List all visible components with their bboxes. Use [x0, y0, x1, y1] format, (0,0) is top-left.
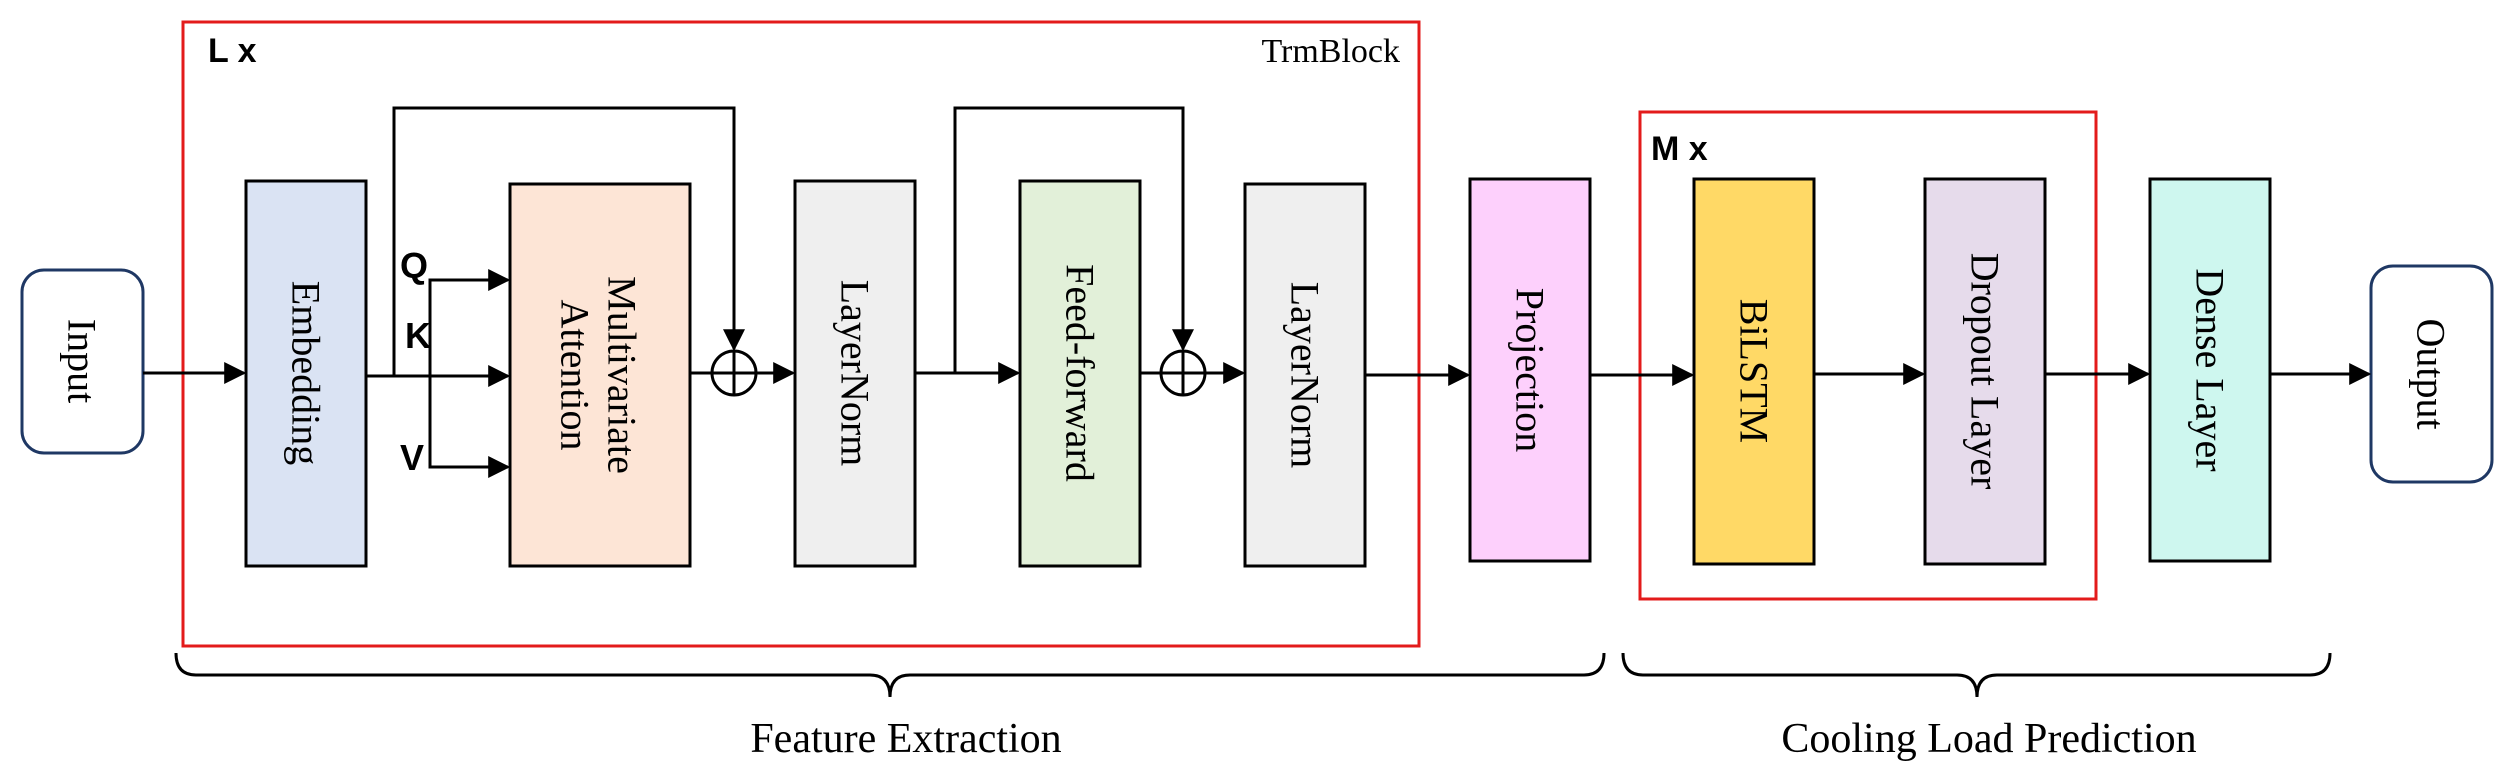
- bilstm-label: BiLSTM: [1732, 299, 1777, 443]
- add-icon-2: [1159, 349, 1207, 397]
- k-label: K: [405, 315, 431, 356]
- layernorm1-block: [793, 179, 917, 568]
- layernorm2-label: LayerNorm: [1283, 282, 1328, 469]
- trm-block-frame: [181, 20, 1421, 648]
- trm-repeat-label: L x: [208, 32, 257, 70]
- dense-label: Dense Layer: [2188, 268, 2233, 471]
- arrow-q-branch: [428, 269, 511, 376]
- dropout-label: Dropout Layer: [1963, 253, 2008, 490]
- input-node: [20, 268, 145, 455]
- attention-label-line1: Multivariate: [600, 276, 645, 474]
- v-label: V: [400, 437, 424, 478]
- layernorm1-label: LayerNorm: [833, 280, 878, 467]
- arrow-v-branch: [428, 376, 511, 478]
- input-label: Input: [60, 319, 105, 403]
- feature-extraction-label: Feature Extraction: [750, 716, 1061, 762]
- attention-block: [508, 182, 692, 568]
- cooling-load-brace: [1621, 652, 2332, 698]
- attention-label-line2: Attention: [553, 299, 598, 450]
- residual-connection-2: [953, 106, 1194, 373]
- embedding-block: [244, 179, 368, 568]
- trm-block-title: TrmBlock: [1261, 33, 1400, 70]
- dense-block: [2148, 177, 2272, 563]
- lstm-repeat-label: M x: [1651, 130, 1708, 168]
- projection-label: Projection: [1508, 288, 1553, 452]
- lstm-block-frame: [1638, 110, 2098, 601]
- dropout-block: [1923, 177, 2047, 566]
- add-icon-1: [710, 349, 758, 397]
- q-label: Q: [400, 245, 428, 286]
- embedding-label: Embedding: [284, 281, 329, 465]
- feature-extraction-brace: [174, 652, 1606, 698]
- output-label: Output: [2409, 318, 2454, 429]
- residual-connection-1: [392, 106, 745, 376]
- layernorm2-block: [1243, 182, 1367, 568]
- feedforward-label: Feed-forward: [1058, 264, 1103, 482]
- cooling-load-label: Cooling Load Prediction: [1781, 716, 2196, 762]
